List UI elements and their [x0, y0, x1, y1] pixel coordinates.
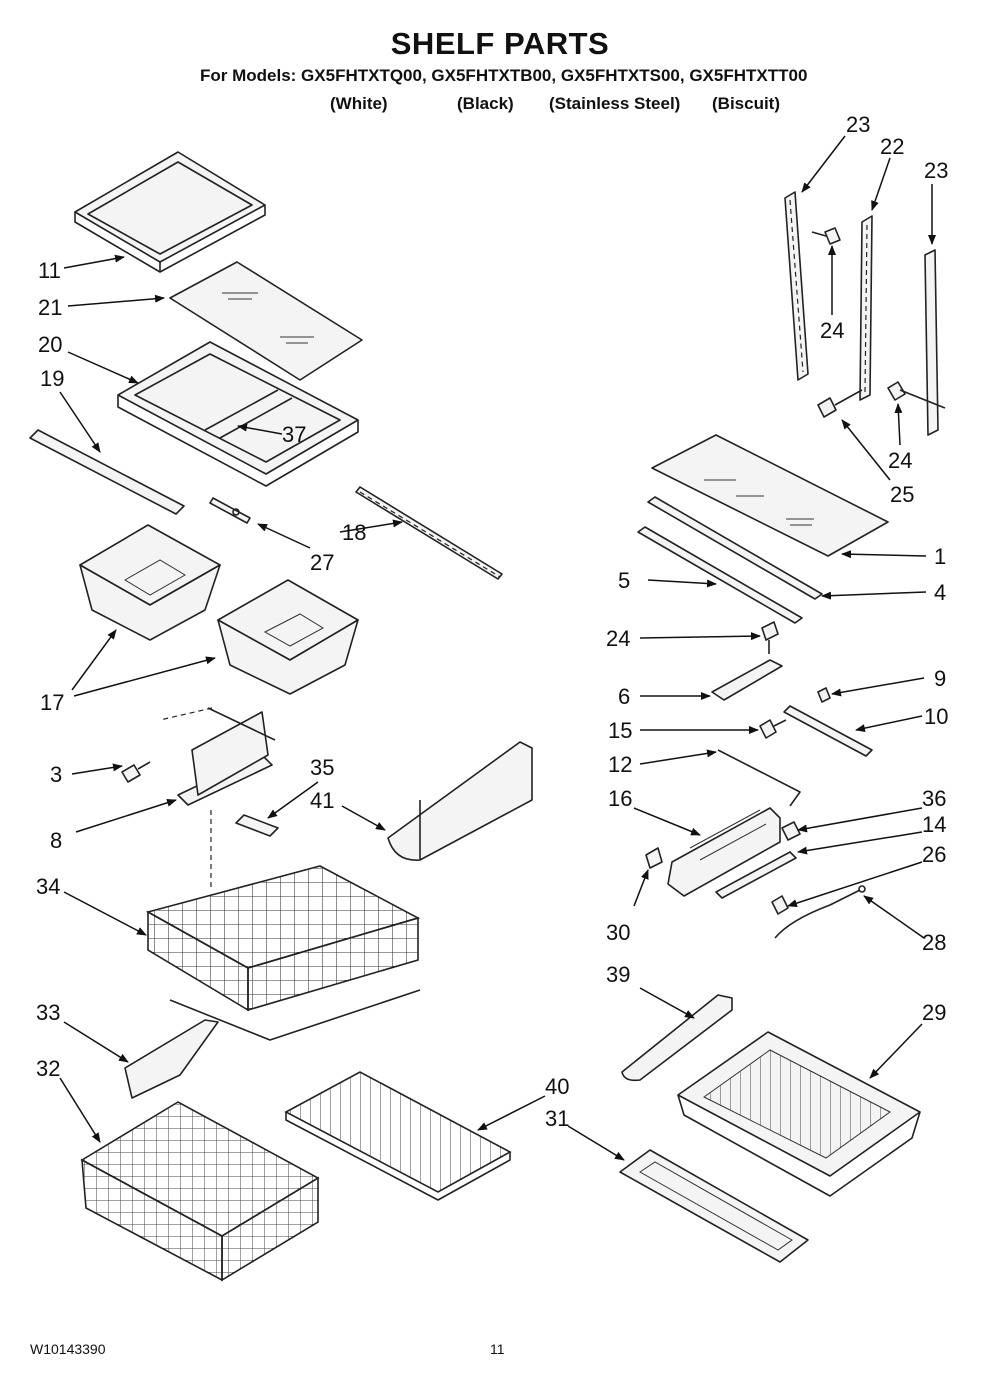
callout-10: 10: [924, 704, 948, 729]
part-15-screw: [759, 719, 787, 739]
part-39-slide: [621, 994, 733, 1082]
callout-11: 11: [38, 258, 61, 283]
callout-24-right: 24: [888, 448, 912, 473]
callout-18: 18: [342, 520, 366, 545]
part-11-shelf-frame: [74, 151, 266, 273]
part-36-screw: [781, 821, 801, 841]
part-22-rail-center: [859, 215, 873, 401]
callout-6: 6: [618, 684, 630, 709]
callout-12: 12: [608, 752, 632, 777]
variant-biscuit: (Biscuit): [712, 94, 780, 113]
callout-4: 4: [934, 580, 946, 605]
part-41-cover: [387, 741, 533, 861]
part-35-pad: [235, 814, 279, 837]
part-30-clip: [645, 847, 663, 869]
page-title: SHELF PARTS: [390, 26, 610, 61]
callout-27: 27: [310, 550, 334, 575]
part-3-screw: [121, 761, 151, 783]
callout-29: 29: [922, 1000, 946, 1025]
part-12-rod: [717, 749, 801, 807]
callout-14: 14: [922, 812, 946, 837]
part-18-seal-strip: [355, 486, 503, 580]
part-16-housing: [667, 807, 781, 897]
callout-36: 36: [922, 786, 946, 811]
callout-1: 1: [934, 544, 946, 569]
callout-25: 25: [890, 482, 914, 507]
part-21-glass-shelf: [169, 261, 363, 381]
variant-black: (Black): [457, 94, 514, 113]
variant-stainless-steel: (Stainless Steel): [549, 94, 681, 113]
part-19-rail: [29, 429, 185, 515]
callout-16: 16: [608, 786, 632, 811]
part-32-wire-basket: [80, 1101, 320, 1282]
part-14-bar: [715, 851, 797, 899]
callout-40: 40: [545, 1074, 569, 1099]
callout-23-right: 23: [924, 158, 948, 183]
part-5-trim: [637, 526, 803, 624]
callout-17: 17: [40, 690, 64, 715]
callout-8: 8: [50, 828, 62, 853]
callout-24-mid: 24: [606, 626, 630, 651]
callout-20: 20: [38, 332, 62, 357]
part-6-bracket: [711, 659, 783, 701]
callout-37: 37: [282, 422, 306, 447]
part-26-screw: [771, 895, 789, 915]
part-20-crisper-frame: [117, 341, 359, 487]
callout-35: 35: [310, 755, 334, 780]
part-24-screws-top: [811, 227, 946, 418]
part-17-crisper-drawers: [79, 524, 359, 695]
callout-21: 21: [38, 295, 62, 320]
callout-9: 9: [934, 666, 946, 691]
models-line: For Models: GX5FHTXTQ00, GX5FHTXTB00, GX…: [200, 66, 808, 85]
part-29-pan: [677, 1031, 921, 1197]
variant-white: (White): [330, 94, 388, 113]
callout-labels: 11 21 20 19 37 18 27 17 3 35 41 8 34 33 …: [36, 112, 948, 1131]
callout-15: 15: [608, 718, 632, 743]
callout-39: 39: [606, 962, 630, 987]
callout-30: 30: [606, 920, 630, 945]
document-code: W10143390: [30, 1341, 106, 1357]
part-28-wire-harness: [774, 885, 866, 939]
part-27-clip: [209, 497, 251, 524]
leader-lines: [59, 135, 936, 1161]
part-8-bracket: [159, 707, 276, 890]
part-23-rail-right: [924, 249, 939, 436]
part-34-wire-basket: [145, 865, 421, 1041]
callout-24-top: 24: [820, 318, 844, 343]
part-24-screw-mid: [761, 621, 779, 654]
callout-23-left: 23: [846, 112, 870, 137]
callout-41: 41: [310, 788, 334, 813]
callout-31: 31: [545, 1106, 569, 1131]
part-9-clip: [817, 687, 831, 703]
part-1-glass-shelf: [651, 434, 889, 557]
callout-32: 32: [36, 1056, 60, 1081]
page-number: 11: [490, 1341, 505, 1357]
part-10-rail: [783, 705, 873, 757]
callout-26: 26: [922, 842, 946, 867]
callout-34: 34: [36, 874, 60, 899]
callout-5: 5: [618, 568, 630, 593]
callout-3: 3: [50, 762, 62, 787]
part-31-front-trim: [619, 1149, 809, 1263]
callout-28: 28: [922, 930, 946, 955]
callout-33: 33: [36, 1000, 60, 1025]
callout-22: 22: [880, 134, 904, 159]
part-33-divider: [124, 1019, 219, 1099]
part-23-rail-left: [784, 191, 809, 381]
callout-19: 19: [40, 366, 64, 391]
part-40-grate: [284, 1071, 512, 1201]
